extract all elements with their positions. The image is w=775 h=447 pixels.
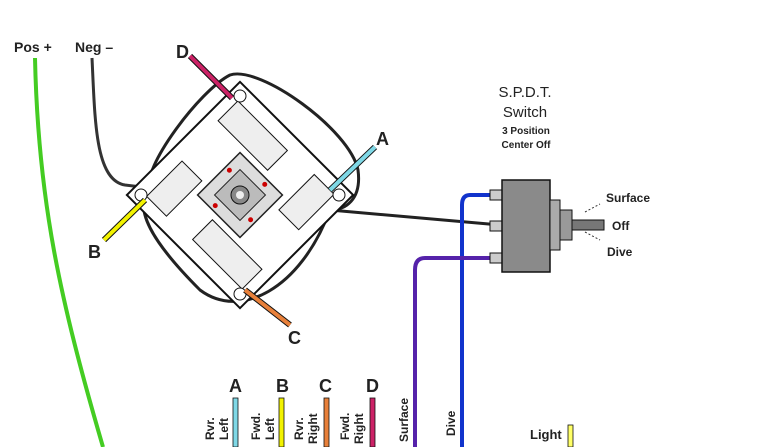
legend-letter-b: B	[276, 376, 289, 396]
wire-letter-d: D	[176, 42, 189, 62]
dive-wire-label: Dive	[444, 410, 458, 436]
wire-letter-c: C	[288, 328, 301, 348]
legend-b-line1: Fwd.	[249, 413, 263, 440]
switch-harness-cable	[147, 72, 501, 227]
switch-position-off: Off	[612, 219, 630, 233]
wire-letter-b: B	[88, 242, 101, 262]
switch-plate	[125, 80, 355, 310]
neg-wire	[90, 57, 151, 190]
switch-subtitle-2: Center Off	[502, 140, 552, 151]
switch-title-2: Switch	[503, 104, 547, 121]
pos-label: Pos +	[14, 39, 52, 55]
switch-title-1: S.P.D.T.	[498, 84, 551, 101]
light-wire	[567, 424, 574, 447]
legend-a-line2: Left	[217, 418, 231, 440]
wire-letter-a: A	[376, 129, 389, 149]
switch-position-surface: Surface	[606, 191, 650, 205]
legend: A B C D Rvr. Left Fwd. Left Rvr. Right F…	[203, 376, 379, 447]
switch-position-dive: Dive	[607, 245, 633, 259]
switch-subtitle-1: 3 Position	[502, 126, 550, 137]
pos-wire	[33, 57, 105, 447]
neg-label: Neg –	[75, 39, 113, 55]
legend-letter-a: A	[229, 376, 242, 396]
legend-c-line1: Rvr.	[292, 417, 306, 440]
surface-wire-label: Surface	[397, 398, 411, 442]
harness-loop	[142, 188, 332, 303]
light-label: Light	[530, 427, 562, 442]
surface-wire	[413, 256, 490, 447]
spdt-switch[interactable]	[489, 179, 605, 273]
legend-letter-d: D	[366, 376, 379, 396]
legend-d-line1: Fwd.	[338, 413, 352, 440]
legend-c-line2: Right	[306, 413, 320, 444]
dive-wire	[460, 193, 490, 447]
legend-b-line2: Left	[263, 418, 277, 440]
legend-letter-c: C	[319, 376, 332, 396]
legend-a-line1: Rvr.	[203, 417, 217, 440]
legend-d-line2: Right	[352, 413, 366, 444]
